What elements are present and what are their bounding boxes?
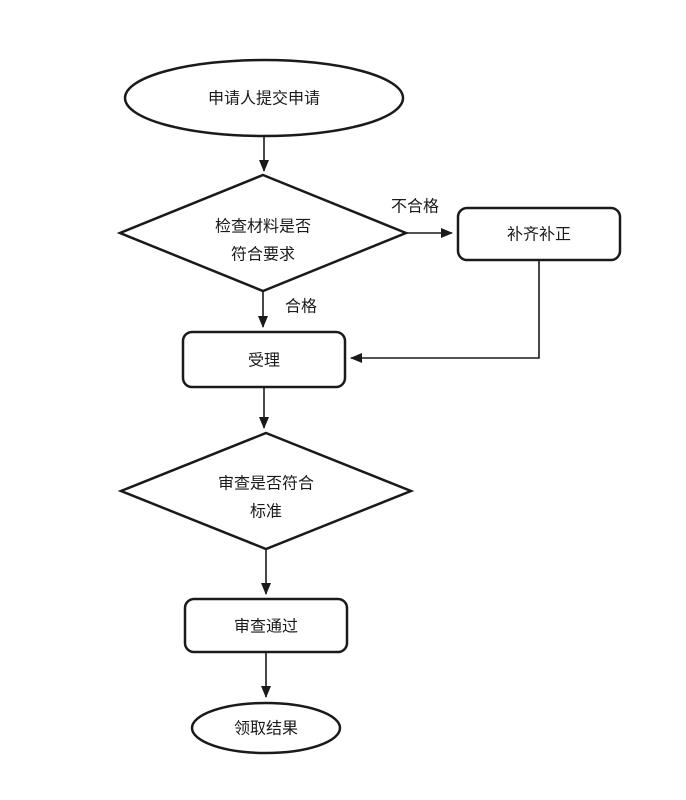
edge-label-qualified: 合格 [285, 298, 317, 316]
node-end-ellipse [190, 701, 342, 755]
node-review-diamond [117, 431, 415, 551]
node-start-ellipse [123, 58, 405, 138]
node-review-label-line1: 审查是否符合 [218, 475, 314, 493]
node-check-materials-diamond [116, 173, 410, 293]
node-supplement-box [456, 206, 622, 262]
node-check-materials-label-line1: 检查材料是否 [215, 218, 311, 236]
node-review-passed-box [183, 597, 349, 654]
node-accept-box [181, 330, 347, 389]
node-start-label: 申请人提交申请 [208, 90, 320, 108]
node-supplement-label: 补齐补正 [507, 226, 571, 244]
node-end-label: 领取结果 [234, 720, 298, 738]
edge-label-unqualified: 不合格 [391, 198, 439, 216]
node-check-materials-label-line2: 符合要求 [231, 246, 295, 264]
node-review-passed-label: 审查通过 [234, 618, 298, 636]
edge-supplement-to-accept [350, 260, 540, 363]
node-review-label-line2: 标准 [250, 503, 282, 521]
node-accept-label: 受理 [248, 352, 280, 370]
